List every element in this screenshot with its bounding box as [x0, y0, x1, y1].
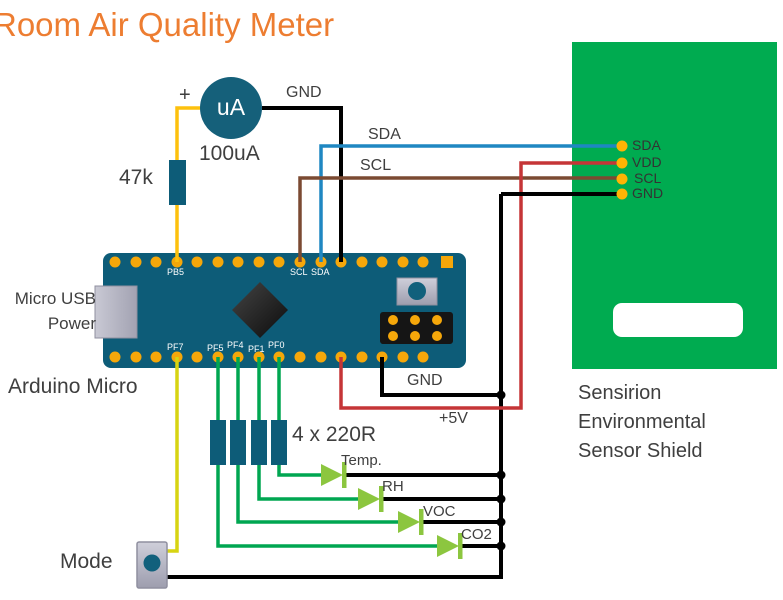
page-title: Room Air Quality Meter [0, 6, 335, 43]
led-triangle [321, 464, 343, 486]
wire-5v-red [339, 161, 622, 410]
led-voc [398, 509, 424, 535]
icsp-pins [388, 315, 442, 341]
pin-label-pf5: PF5 [207, 343, 224, 353]
pin-label-pf1: PF1 [248, 344, 265, 354]
shield-sensor-window [613, 303, 743, 337]
shield-pin-label-vdd: VDD [632, 154, 662, 170]
wire-scl-brown [298, 176, 622, 262]
usb-connector [94, 285, 138, 339]
led-bar [342, 462, 347, 488]
meter-plus-label: + [179, 84, 191, 106]
resistor-47k-label: 47k [119, 166, 153, 189]
wire-pf1-green [257, 357, 358, 501]
plus5v-label: +5V [439, 410, 468, 427]
mcu-chip [232, 282, 288, 338]
led-triangle [437, 535, 459, 557]
wire-sda-blue [319, 144, 622, 262]
shield-pin-label-sda: SDA [632, 137, 661, 153]
pin-label-pb5: PB5 [167, 267, 185, 277]
reset-button-cap [408, 282, 426, 300]
shield-pin-label-gnd: GND [632, 185, 664, 201]
led-triangle [358, 488, 380, 510]
meter-gnd-label: GND [286, 84, 322, 101]
wire-gnd-meter-black [262, 106, 343, 262]
led-temp-label: Temp. [341, 452, 382, 469]
pin-label-pf4: PF4 [227, 340, 244, 350]
wire-pf0-green [277, 357, 321, 477]
meter-value-label: 100uA [199, 142, 260, 165]
arduino-name-label: Arduino Micro [8, 375, 138, 398]
shield-pad-sda [616, 140, 628, 152]
shield-pads [616, 140, 628, 200]
shield-pad-gnd [616, 188, 628, 200]
pin-label-pf0: PF0 [268, 340, 285, 350]
shield-pin-label-scl: SCL [634, 170, 662, 186]
resistor-bank-label: 4 x 220R [292, 423, 377, 446]
led-triangle [398, 511, 420, 533]
led-bar [419, 509, 424, 535]
led-bar [458, 533, 463, 559]
led-co2-label: CO2 [461, 526, 492, 543]
scl-wire-label: SCL [360, 157, 392, 174]
pin-label-scl: SCL [290, 267, 308, 277]
led-rh-label: RH [382, 478, 404, 495]
board-gnd-label: GND [407, 372, 443, 389]
microammeter-body [200, 77, 262, 139]
shield-pad-scl [616, 173, 628, 185]
mode-label: Mode [60, 550, 113, 573]
wire-pf7-yellowgreen [166, 357, 179, 553]
led-co2 [437, 533, 463, 559]
arduino-top-pin-row [109, 256, 453, 268]
led-rh [358, 486, 384, 512]
junction-dots [496, 390, 506, 551]
led-voc-label: VOC [423, 503, 456, 520]
pin-label-sda: SDA [311, 267, 330, 277]
wire-gnd-bus-black [166, 194, 503, 579]
sda-wire-label: SDA [368, 126, 401, 143]
pin-label-pf7: PF7 [167, 342, 184, 352]
shield-pad-vdd [616, 157, 628, 169]
square-pin [441, 256, 453, 268]
mode-button-cap [143, 554, 161, 572]
led-temp [321, 462, 347, 488]
usb-power-label: Micro USB Power [14, 289, 96, 333]
wire-pf4-green [236, 357, 398, 524]
wire-gnd-board-black [380, 357, 501, 397]
wire-pb5-yellow [175, 106, 202, 262]
meter-symbol: uA [216, 94, 246, 120]
resistor-47k [169, 160, 186, 205]
led-bar [379, 486, 384, 512]
shield-name-label: Sensirion Environmental Sensor Shield [578, 382, 706, 462]
resistor-bank-220r [210, 420, 287, 465]
